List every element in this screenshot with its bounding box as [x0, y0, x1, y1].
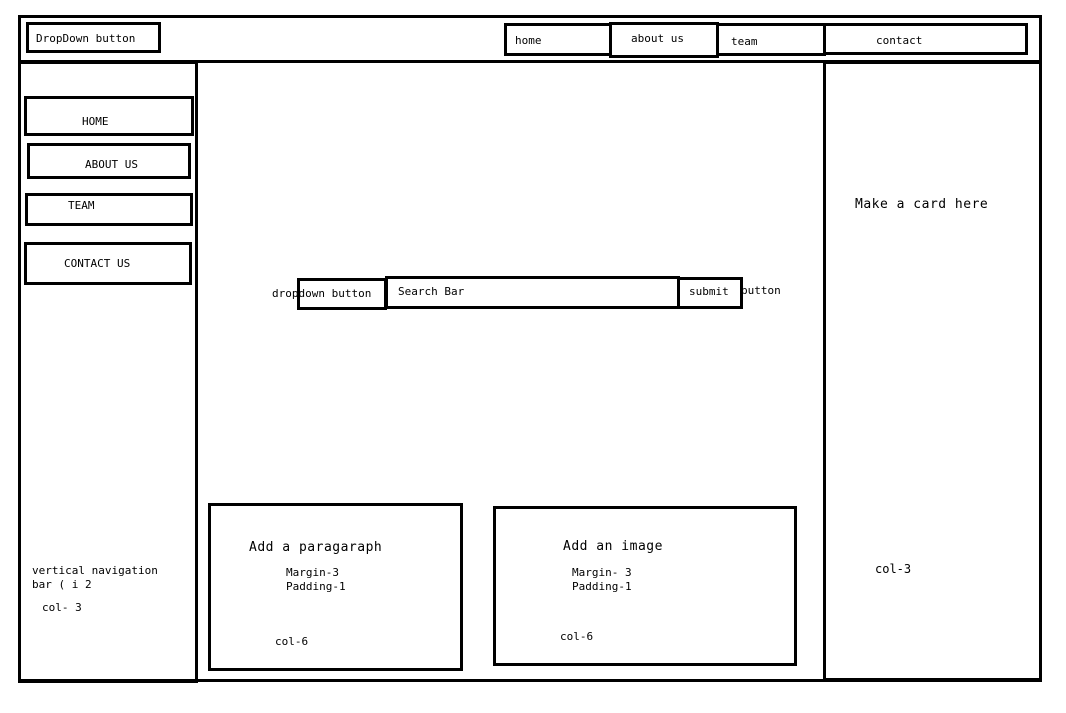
card-placeholder-text: Make a card here [855, 197, 989, 212]
paragraph-box: Add a paragaraph Margin-3 Padding-1 col-… [208, 503, 463, 671]
sidebar-item-home[interactable]: HOME [24, 96, 194, 136]
sidebar-item-team-label: TEAM [68, 199, 95, 212]
top-dropdown-label: DropDown button [36, 32, 136, 45]
search-dropdown-button[interactable] [297, 278, 387, 310]
nav-about-us-label: about us [631, 32, 684, 45]
sidebar-item-about-us-label: ABOUT US [85, 158, 138, 171]
nav-contact-label: contact [876, 34, 923, 47]
sidebar-item-contact-us[interactable]: CONTACT US [24, 242, 192, 285]
nav-home[interactable]: home [504, 23, 612, 56]
top-dropdown-button[interactable]: DropDown button [26, 22, 161, 53]
right-column [823, 61, 1042, 681]
paragraph-box-title: Add a paragaraph [249, 540, 383, 555]
search-input-label: Search Bar [398, 285, 465, 298]
image-box-padding: Padding-1 [572, 580, 632, 593]
image-box-col: col-6 [560, 630, 594, 643]
search-dropdown-label: dropdown button [272, 287, 372, 300]
right-col-label: col-3 [875, 562, 912, 576]
sidebar-item-home-label: HOME [82, 115, 109, 128]
sidebar-note: vertical navigation [32, 564, 158, 577]
nav-about-us[interactable]: about us [609, 22, 719, 58]
sidebar-item-team[interactable]: TEAM [25, 193, 193, 226]
nav-team-label: team [731, 35, 758, 48]
nav-home-label: home [515, 34, 542, 47]
search-input[interactable]: Search Bar [385, 276, 680, 309]
sidebar-note-line2: bar ( i 2 [32, 578, 92, 591]
nav-contact[interactable]: contact [823, 23, 1028, 55]
image-box-margin: Margin- 3 [572, 566, 632, 579]
nav-team[interactable]: team [716, 23, 826, 56]
submit-button[interactable]: submit [677, 277, 743, 309]
image-box: Add an image Margin- 3 Padding-1 col-6 [493, 506, 797, 666]
paragraph-box-col: col-6 [275, 635, 309, 648]
submit-button-label: submit [689, 285, 729, 298]
image-box-title: Add an image [563, 539, 663, 554]
paragraph-box-padding: Padding-1 [286, 580, 346, 593]
vertical-sidebar [18, 61, 198, 683]
sidebar-col-label: col- 3 [42, 601, 82, 614]
top-navbar [18, 15, 1042, 63]
submit-button-suffix: button [741, 284, 781, 297]
sidebar-item-about-us[interactable]: ABOUT US [27, 143, 191, 179]
sidebar-item-contact-us-label: CONTACT US [64, 257, 131, 270]
paragraph-box-margin: Margin-3 [286, 566, 339, 579]
